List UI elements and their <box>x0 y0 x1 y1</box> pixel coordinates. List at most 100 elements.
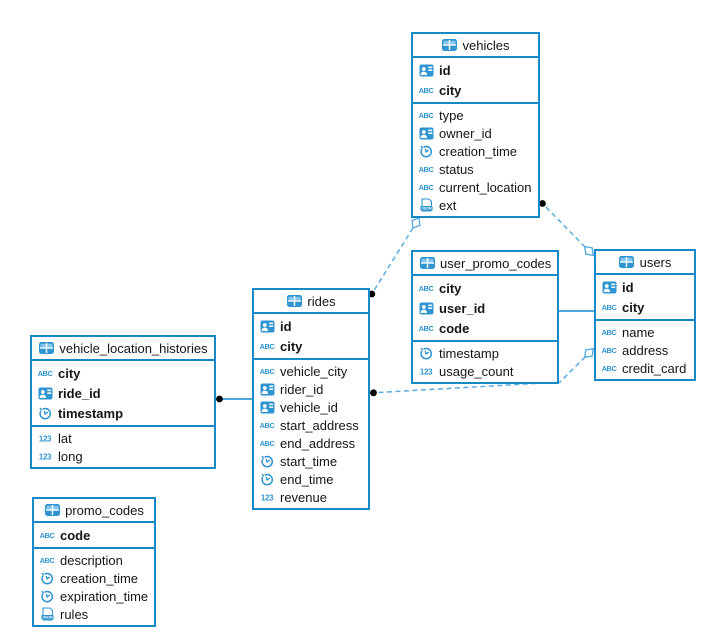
table-header[interactable]: rides <box>254 290 368 312</box>
table-header[interactable]: promo_codes <box>34 499 154 521</box>
cardinality-dot-marker <box>539 200 546 207</box>
column-row[interactable]: ABC address <box>601 341 689 359</box>
column-row[interactable]: ABC code <box>418 318 552 338</box>
svg-text:ABC: ABC <box>602 364 617 373</box>
cardinality-diamond-marker <box>411 216 421 230</box>
id-card-icon <box>259 382 275 396</box>
column-row[interactable]: ABC city <box>601 297 689 317</box>
column-row[interactable]: user_id <box>418 298 552 318</box>
column-row[interactable]: ABC city <box>37 363 209 383</box>
primary-key-section: id ABC city <box>413 56 538 102</box>
id-card-icon <box>259 400 275 414</box>
column-row[interactable]: id <box>601 277 689 297</box>
column-row[interactable]: ABC start_address <box>259 416 363 434</box>
column-row[interactable]: timestamp <box>37 403 209 423</box>
abc-string-icon: ABC <box>601 325 617 339</box>
abc-string-icon: ABC <box>39 528 55 542</box>
column-name: expiration_time <box>60 588 149 604</box>
column-name: start_address <box>280 417 359 433</box>
relationship-vehicle_location_histories-rides[interactable] <box>216 395 252 403</box>
column-row[interactable]: 123 long <box>37 447 209 465</box>
table-header[interactable]: user_promo_codes <box>413 252 557 274</box>
column-name: usage_count <box>439 363 514 379</box>
cardinality-dot-marker <box>370 389 377 397</box>
column-row[interactable]: ABC vehicle_city <box>259 362 363 380</box>
cardinality-dot-marker <box>368 290 376 298</box>
column-row[interactable]: JSON rules <box>39 605 149 623</box>
column-row[interactable]: ABC status <box>418 160 533 178</box>
column-name: creation_time <box>60 570 139 586</box>
svg-text:JSON: JSON <box>421 207 432 211</box>
column-name: user_id <box>439 300 486 316</box>
column-name: lat <box>58 430 72 446</box>
column-row[interactable]: vehicle_id <box>259 398 363 416</box>
abc-string-icon: ABC <box>259 364 275 378</box>
column-row[interactable]: start_time <box>259 452 363 470</box>
column-row[interactable]: end_time <box>259 470 363 488</box>
table-header[interactable]: vehicle_location_histories <box>32 337 214 359</box>
table-icon <box>286 294 302 308</box>
entity-table-promo_codes[interactable]: promo_codes ABC code ABC description cre… <box>32 497 156 627</box>
column-row[interactable]: ABC credit_card <box>601 359 689 377</box>
relationship-rides-users[interactable] <box>369 346 596 397</box>
column-row[interactable]: timestamp <box>418 344 552 362</box>
json-document-icon: JSON <box>39 607 55 621</box>
column-row[interactable]: ABC type <box>418 106 533 124</box>
column-row[interactable]: 123 usage_count <box>418 362 552 380</box>
column-row[interactable]: 123 lat <box>37 429 209 447</box>
relationship-line[interactable] <box>539 200 590 252</box>
abc-string-icon: ABC <box>418 83 434 97</box>
column-row[interactable]: ABC city <box>418 278 552 298</box>
column-name: id <box>280 318 292 334</box>
relationship-rides-vehicles[interactable] <box>368 216 423 298</box>
column-row[interactable]: ABC city <box>259 336 363 356</box>
column-row[interactable]: JSON ext <box>418 196 533 214</box>
columns-section: ABC description creation_time expiration… <box>34 547 154 625</box>
timestamp-clock-icon <box>418 144 434 158</box>
abc-string-icon: ABC <box>418 321 434 335</box>
id-card-icon <box>418 126 434 140</box>
svg-text:ABC: ABC <box>260 367 275 376</box>
id-card-icon <box>37 386 53 400</box>
column-row[interactable]: ABC description <box>39 551 149 569</box>
entity-table-vehicles[interactable]: vehicles id ABC city ABC type owner_id c… <box>411 32 540 218</box>
timestamp-clock-icon <box>259 472 275 486</box>
entity-table-rides[interactable]: rides id ABC city ABC vehicle_city rider… <box>252 288 370 510</box>
column-row[interactable]: 123 revenue <box>259 488 363 506</box>
relationship-line[interactable] <box>369 222 417 298</box>
column-row[interactable]: expiration_time <box>39 587 149 605</box>
column-row[interactable]: id <box>418 60 533 80</box>
column-row[interactable]: ride_id <box>37 383 209 403</box>
column-row[interactable]: creation_time <box>418 142 533 160</box>
svg-text:ABC: ABC <box>419 165 434 174</box>
table-header[interactable]: users <box>596 251 694 273</box>
column-row[interactable]: ABC current_location <box>418 178 533 196</box>
column-row[interactable]: creation_time <box>39 569 149 587</box>
entity-table-user_promo_codes[interactable]: user_promo_codes ABC city user_id ABC co… <box>411 250 560 384</box>
column-name: vehicle_city <box>280 363 348 379</box>
entity-table-vehicle_location_histories[interactable]: vehicle_location_histories ABC city ride… <box>30 335 216 469</box>
column-row[interactable]: ABC name <box>601 323 689 341</box>
column-row[interactable]: owner_id <box>418 124 533 142</box>
column-row[interactable]: rider_id <box>259 380 363 398</box>
id-card-icon <box>418 301 434 315</box>
cardinality-dot-marker <box>216 395 223 403</box>
svg-text:ABC: ABC <box>419 86 434 95</box>
relationship-vehicles-users[interactable] <box>539 200 596 258</box>
svg-text:ABC: ABC <box>419 324 434 333</box>
column-name: creation_time <box>439 143 518 159</box>
column-name: credit_card <box>622 360 687 376</box>
column-name: type <box>439 107 464 123</box>
numeric-123-icon: 123 <box>37 449 53 463</box>
table-name: vehicles <box>462 37 510 53</box>
table-header[interactable]: vehicles <box>413 34 538 56</box>
column-row[interactable]: ABC end_address <box>259 434 363 452</box>
column-name: address <box>622 342 669 358</box>
column-row[interactable]: ABC code <box>39 525 149 545</box>
entity-table-users[interactable]: users id ABC city ABC name ABC address A… <box>594 249 696 381</box>
column-row[interactable]: id <box>259 316 363 336</box>
svg-text:JSON: JSON <box>42 616 53 620</box>
relationship-line[interactable] <box>369 352 590 394</box>
column-row[interactable]: ABC city <box>418 80 533 100</box>
